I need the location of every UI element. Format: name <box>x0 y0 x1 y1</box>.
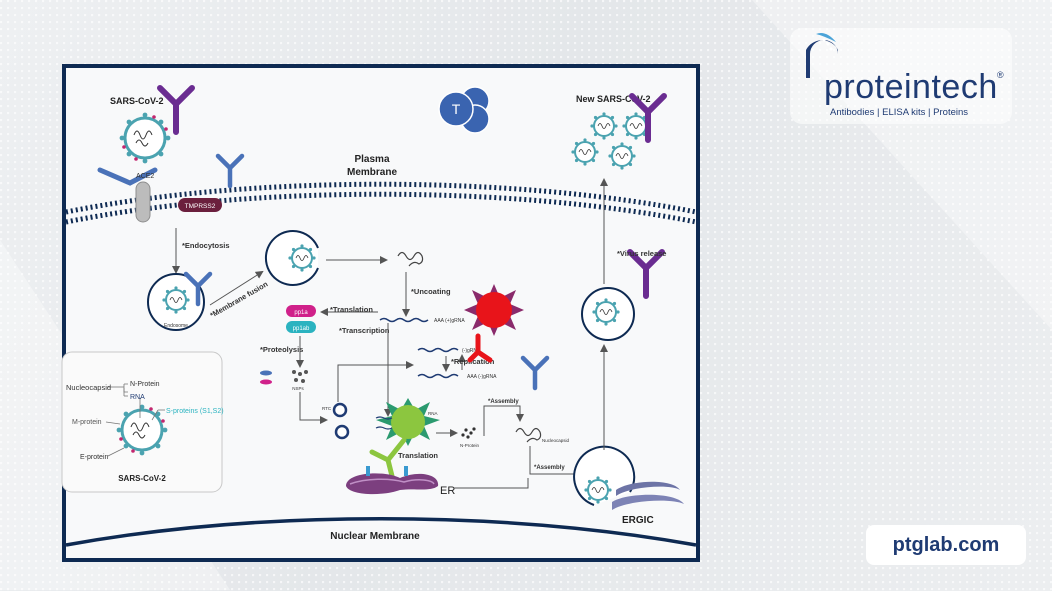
tmprss2-label: TMPRSS2 <box>185 203 216 210</box>
ergic-label: ERGIC <box>622 515 654 526</box>
neg-grna-label: (-)gRNA <box>462 348 481 354</box>
legend-title: SARS-CoV-2 <box>118 474 166 483</box>
positive-rna <box>417 373 459 379</box>
new-virus <box>607 141 637 171</box>
legend-n-protein: N-Protein <box>130 381 160 388</box>
legend-rna: RNA <box>130 394 145 401</box>
legend-s-proteins: S-proteins (S1,S2) <box>166 408 224 415</box>
release-vesicle <box>581 287 635 341</box>
ace2-receptor <box>97 167 158 223</box>
brand-tagline: Antibodies | ELISA kits | Proteins <box>830 107 969 118</box>
translation-2-label: Translation <box>398 451 438 460</box>
pp1a-protein <box>286 305 316 317</box>
proteolysis-label: *Proteolysis <box>260 345 303 354</box>
aaa-neg-label: AAA (-)gRNA <box>467 374 497 380</box>
er-label: ER <box>440 485 455 497</box>
transcription-label: *Transcription <box>339 326 390 335</box>
rna-small-label: RNA <box>428 411 438 416</box>
virion-legend <box>61 351 223 493</box>
legend-m-protein: M-protein <box>72 419 102 426</box>
pp1a-label: pp1a <box>294 310 308 316</box>
t-cell-label: T <box>452 101 461 117</box>
pp1ab-label: pp1ab <box>293 326 310 332</box>
t-cell-icon <box>438 86 490 134</box>
nucleocapsid-label: Nucleocapsid <box>542 438 570 443</box>
brand-name: proteintech <box>824 68 998 106</box>
nuclear-membrane-label: Nuclear Membrane <box>330 531 420 542</box>
ace2-label: ACE2 <box>136 173 154 180</box>
aaa-pos-label: AAA (+)gRNA <box>434 318 465 324</box>
new-virus <box>570 137 600 167</box>
endosome-label: Endosome <box>164 323 188 329</box>
endocytosis-label: *Endocytosis <box>182 241 230 250</box>
proteintech-logo: proteintech ® Antibodies | ELISA kits | … <box>790 28 1012 124</box>
rtc-complex <box>332 402 350 440</box>
nuclear-membrane <box>65 517 697 547</box>
uncoating-label: *Uncoating <box>411 287 451 296</box>
genome-rna <box>379 317 429 323</box>
tmprss2-protease <box>178 198 222 212</box>
plasma-membrane <box>65 181 697 225</box>
pp1ab-protein <box>286 321 316 333</box>
fusion-vesicle <box>265 230 319 286</box>
nsps-fragments <box>260 370 308 385</box>
green-immune-cell <box>369 398 440 479</box>
ergic-vesicle <box>573 445 684 510</box>
endoplasmic-reticulum <box>346 466 439 495</box>
n-protein-dots <box>461 427 476 439</box>
red-infected-cell <box>464 284 524 363</box>
virus-release-label: *Virus release <box>617 249 666 258</box>
translation-label: *Translation <box>330 305 373 314</box>
negative-rna <box>417 347 459 353</box>
legend-nucleocapsid: Nucleocapsid <box>66 383 111 392</box>
nsps-label: NSPs <box>292 386 304 391</box>
logo-mark-icon <box>806 33 838 78</box>
legend-e-protein: E-protein <box>80 454 109 461</box>
new-sars-cov2-label: New SARS-CoV-2 <box>576 94 651 104</box>
assembly-1-label: *Assembly <box>488 399 519 405</box>
sars-cov2-label: SARS-CoV-2 <box>110 96 164 106</box>
new-virus <box>589 111 619 141</box>
website-badge: ptglab.com <box>866 525 1026 565</box>
rtc-label: RTC <box>322 406 332 411</box>
replication-label: *Replication <box>451 357 495 366</box>
n-protein-label: N-Protein <box>460 443 480 448</box>
endosome <box>147 273 205 331</box>
assembly-2-label: *Assembly <box>534 465 565 471</box>
registered-mark: ® <box>997 70 1004 80</box>
